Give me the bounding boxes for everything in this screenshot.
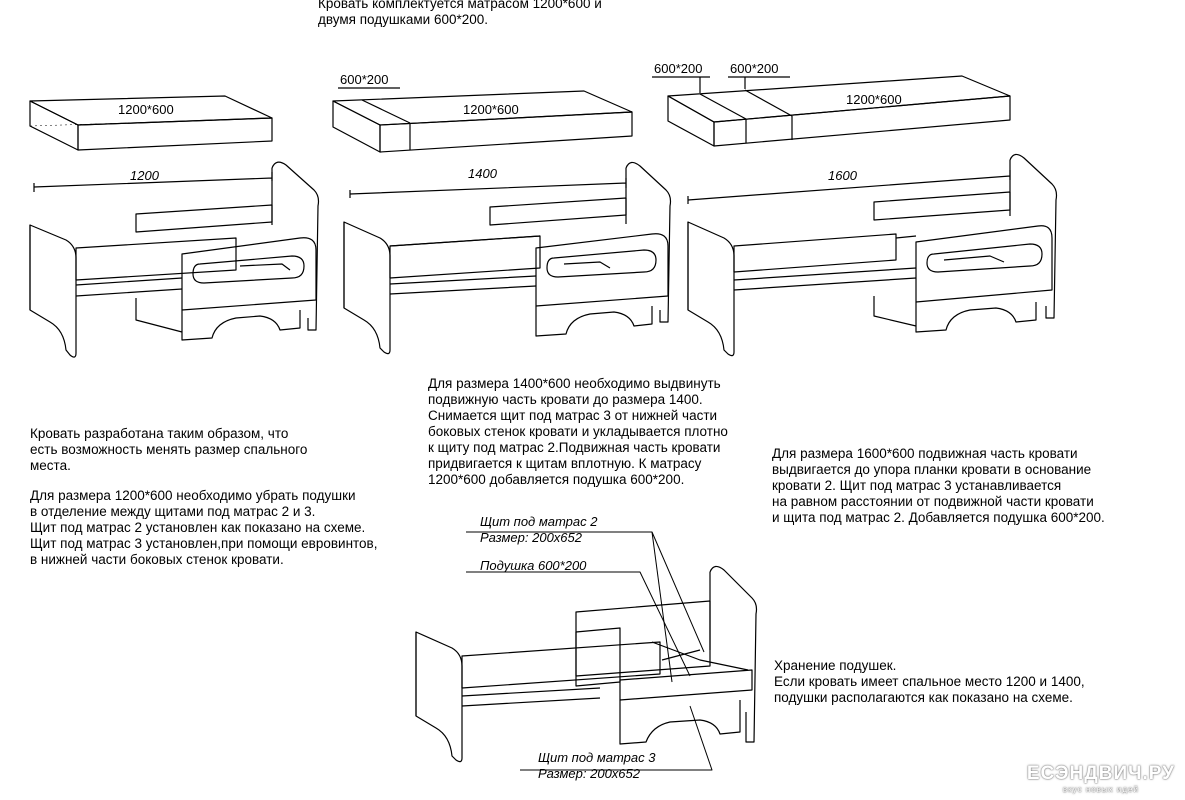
bed-1600 [687,153,1058,357]
text-line: придвигается к щитам вплотную. К матрасу [428,456,702,471]
text-line: Снимается щит под матрас 3 от нижней час… [428,408,718,423]
text-line: Щит под матрас 2 установлен как показано… [30,520,366,535]
text-line: подушки располагаются как показано на сх… [774,690,1073,705]
storage-text: Хранение подушек. Если кровать имеет спа… [774,658,1085,706]
header-line: двумя подушками 600*200. [318,12,489,27]
callout-leaders [466,531,713,771]
text-line: Щит под матрас 3 установлен,при помощи е… [30,536,378,551]
mattress-1600-pillow1-label: 600*200 [654,61,702,76]
mattress-1400 [332,87,633,153]
bed-1400 [343,161,672,355]
bed-1600-length-label: 1600 [828,168,858,183]
watermark-logo: ЕСЭНДВИЧ.РУ вкус новых идей [1027,763,1175,794]
text-line: 1200*600 добавляется подушка 600*200. [428,472,685,487]
text-line: есть возможность менять размер спального [30,442,308,457]
watermark-main: ЕСЭНДВИЧ.РУ [1026,763,1175,784]
header-line: Кровать комплектуется матрасом 1200*600 … [318,0,602,11]
mattress-1600 [652,75,1011,147]
size-1600-text: Для размера 1600*600 подвижная часть кро… [772,446,1105,526]
text-line: боковых стенок кровати и укладывается пл… [428,424,728,439]
text-line: к щиту под матрас 2.Подвижная часть кров… [428,440,721,455]
bed-storage [415,565,758,763]
text-line: на равном расстоянии от подвижной части … [772,494,1094,509]
text-line: подвижную часть кровати до размера 1400. [428,392,703,407]
text-line: в нижней части боковых стенок кровати. [30,552,284,567]
mattress-1200 [29,95,273,151]
size-1400-text: Для размера 1400*600 необходимо выдвинут… [428,376,728,488]
header-text: Кровать комплектуется матрасом 1200*600 … [318,0,602,28]
watermark-sub: вкус новых идей [1062,785,1139,794]
bed-1200-length-label: 1200 [130,168,160,183]
intro-text: Кровать разработана таким образом, что е… [30,426,307,474]
callout-pillow: Подушка 600*200 [480,558,587,573]
text-line: места. [30,458,71,473]
text-line: кровати 2. Щит под матрас 3 устанавливае… [772,478,1062,493]
callout-shield2-title: Щит под матрас 2 [480,514,598,529]
text-line: выдвигается до упора планки кровати в ос… [772,462,1092,477]
bed-1400-length-label: 1400 [468,166,498,181]
mattress-1200-label: 1200*600 [118,102,174,117]
text-line: Для размера 1600*600 подвижная часть кро… [772,446,1078,461]
text-line: и щита под матрас 2. Добавляется подушка… [772,510,1105,525]
callout-shield2-size: Размер: 200x652 [480,530,583,545]
text-line: Хранение подушек. [774,658,897,673]
mattress-1600-label: 1200*600 [846,92,902,107]
text-line: Для размера 1200*600 необходимо убрать п… [30,488,356,503]
callout-shield3-title: Щит под матрас 3 [538,750,656,765]
bed-1200 [29,161,320,358]
text-line: в отделение между щитами под матрас 2 и … [30,504,316,519]
mattress-1600-pillow2-label: 600*200 [730,61,778,76]
size-1200-text: Для размера 1200*600 необходимо убрать п… [30,488,377,568]
text-line: Для размера 1400*600 необходимо выдвинут… [428,376,721,391]
text-line: Кровать разработана таким образом, что [30,426,289,441]
mattress-1400-pillow-label: 600*200 [340,72,388,87]
mattress-1400-label: 1200*600 [463,102,519,117]
text-line: Если кровать имеет спальное место 1200 и… [774,674,1085,689]
callout-shield3-size: Размер: 200x652 [538,766,641,781]
